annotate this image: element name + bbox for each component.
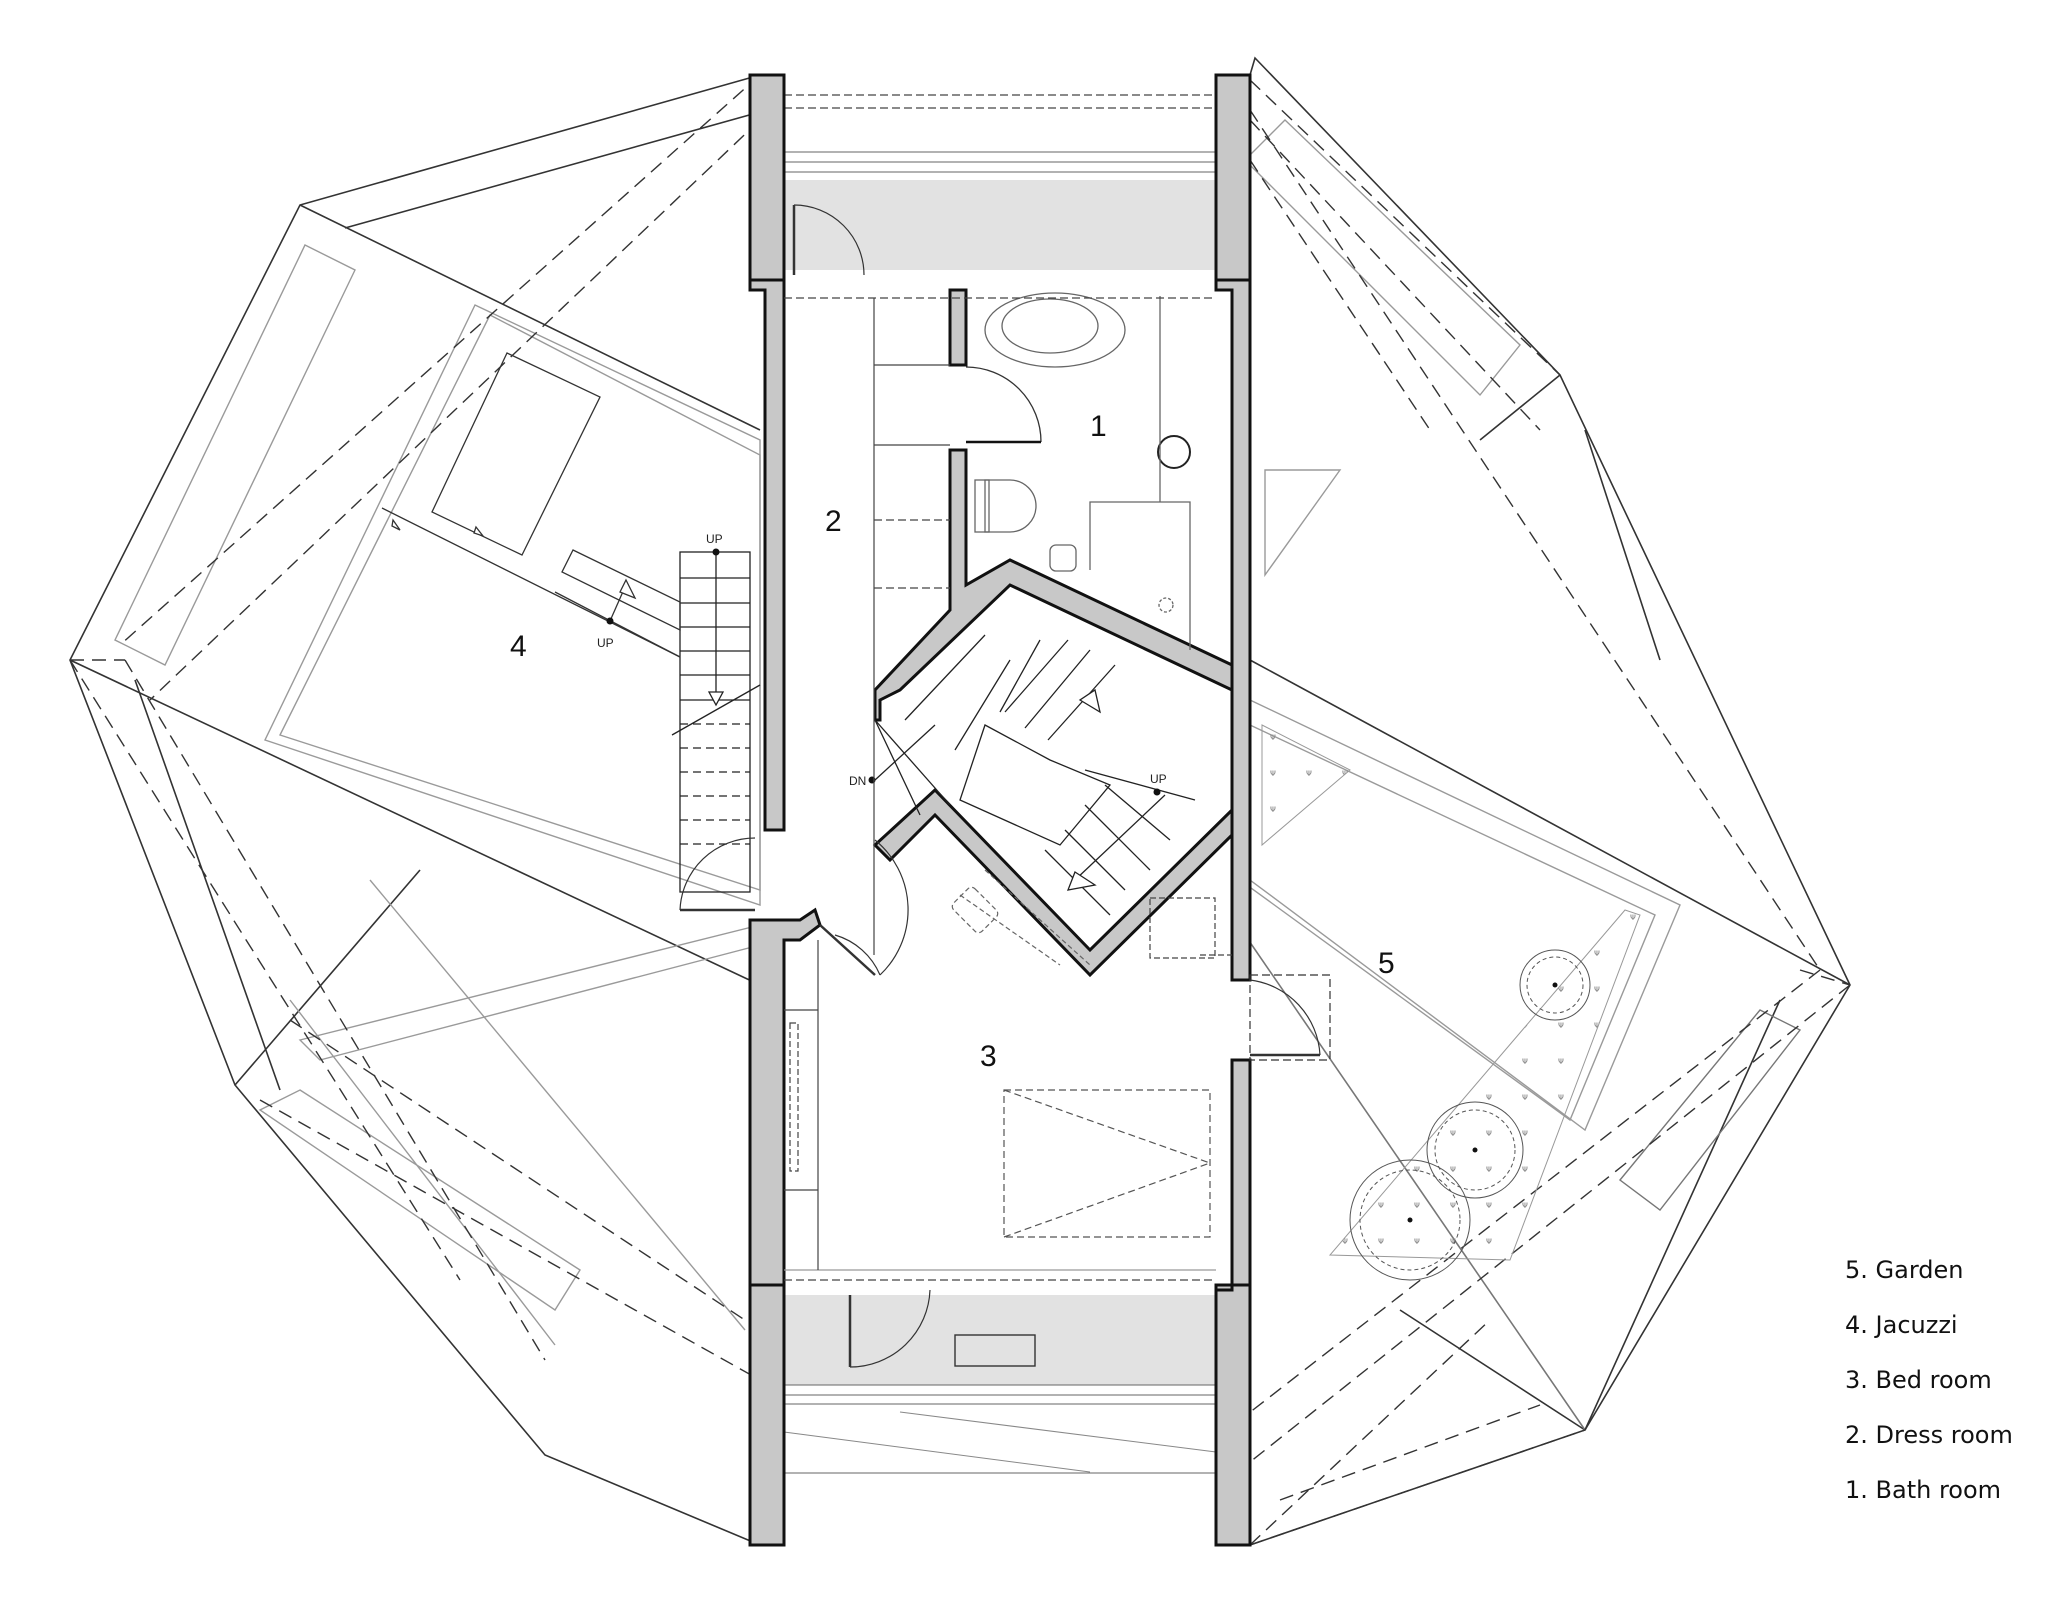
- wall-west-upper: [748, 73, 786, 282]
- room-label-bath: 1: [1090, 410, 1107, 443]
- south-balcony-bench: [954, 1334, 1036, 1367]
- legend-item-garden: 5. Garden: [1845, 1256, 1964, 1284]
- main-stair: [874, 634, 1196, 916]
- legend-item-bath-room: 1. Bath room: [1845, 1476, 2002, 1504]
- side-stair: [671, 551, 761, 893]
- garden-planting: [1261, 724, 1641, 1281]
- bedroom-furniture: [784, 869, 1232, 1270]
- wall-stair-north: [873, 448, 1234, 722]
- toilet-icon: [984, 479, 1037, 533]
- legend-item-jacuzzi: 4. Jacuzzi: [1845, 1311, 1958, 1339]
- jacuzzi-door: [679, 837, 756, 911]
- hidden-edges: [69, 74, 1851, 1546]
- wall-east-bath: [1214, 278, 1252, 982]
- wall-west-lower: [748, 1283, 786, 1547]
- room-label-dress: 2: [825, 505, 842, 538]
- walls: [748, 73, 1252, 1547]
- bedroom-door: [834, 934, 881, 976]
- room-label-garden: 5: [1378, 947, 1395, 980]
- outer-shell-edges: [69, 56, 1851, 1546]
- doors: [679, 204, 1331, 1368]
- legend-item-dress-room: 2. Dress room: [1845, 1421, 2013, 1449]
- bed-outline: [1003, 1089, 1211, 1238]
- wall-east-lower: [1214, 1283, 1252, 1547]
- stair-label-main-down: DN: [849, 774, 867, 788]
- stair-label-side-up: UP: [706, 532, 723, 546]
- legend-item-bed-room: 3. Bed room: [1845, 1366, 1992, 1394]
- jacuzzi-tub: [431, 352, 601, 556]
- north-balcony: [784, 180, 1216, 270]
- north-balcony-door: [793, 204, 865, 276]
- jacuzzi: [381, 352, 681, 658]
- tree-icon: [1349, 949, 1591, 1281]
- bath-fixtures: [965, 292, 1191, 650]
- stair-label-jacuzzi-up: UP: [597, 636, 614, 650]
- wall-west-dress: [748, 278, 786, 832]
- chair-outline: [951, 869, 1091, 966]
- stair-label-main-up: UP: [1150, 772, 1167, 786]
- inner-frame-lines: [114, 119, 1802, 1346]
- dress-room-cabinets: [784, 297, 1216, 1281]
- south-balcony-door: [849, 1289, 931, 1368]
- wall-bath-upper-partition: [948, 288, 968, 367]
- room-label-bed: 3: [980, 1040, 997, 1073]
- wall-stair-south: [872, 787, 1234, 978]
- washbasin-icon: [1157, 435, 1191, 469]
- legend: 5. Garden 4. Jacuzzi 3. Bed room 2. Dres…: [1845, 1255, 2013, 1530]
- wall-east-bed: [1214, 1058, 1252, 1292]
- garden-door: [1249, 979, 1321, 1056]
- room-label-jacuzzi: 4: [510, 630, 527, 663]
- bathtub-icon: [984, 292, 1126, 368]
- balconies: [783, 94, 1217, 1474]
- wall-west-bed: [748, 907, 822, 1287]
- bidet-icon: [1049, 544, 1077, 572]
- floor-drain-icon: [1158, 597, 1174, 613]
- south-balcony: [784, 1295, 1216, 1385]
- wall-east-upper: [1214, 73, 1252, 282]
